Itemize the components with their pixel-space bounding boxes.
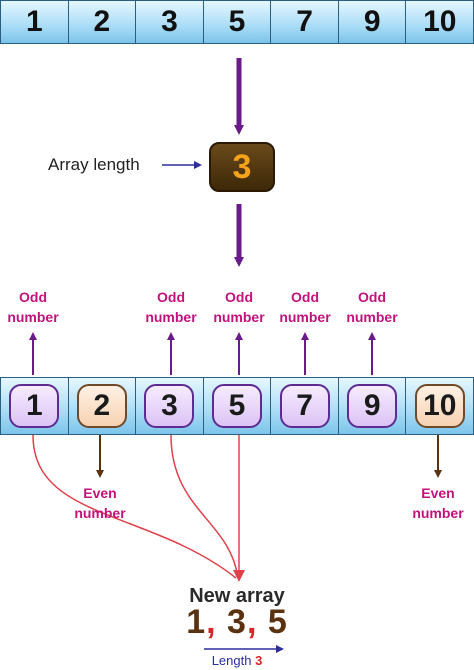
selection-curve [170,434,239,579]
source-array-cell: 3 [136,1,204,43]
odd-value: 9 [347,384,398,428]
filtered-array-cell: 3 [136,378,204,434]
new-array-value: 3 [227,603,247,641]
source-array-cell: 7 [271,1,339,43]
new-array-value: 1 [186,603,207,641]
selection-curve [32,434,237,579]
odd-value: 5 [212,384,263,428]
array-length-box: 3 [209,142,275,192]
filtered-array-cell: 10 [406,378,473,434]
source-array: 1 2 3 5 7 9 10 [0,0,474,44]
length-value: 3 [255,653,263,668]
new-array-value: 5 [267,603,288,641]
length-label: Length [211,653,252,668]
source-array-cell: 1 [1,1,69,43]
filtered-array-cell: 5 [204,378,272,434]
odd-value: 1 [9,384,60,428]
source-array-cell: 9 [339,1,407,43]
filtered-array-cell: 1 [1,378,69,434]
even-value: 2 [76,384,127,428]
filtered-array-cell: 9 [339,378,407,434]
new-array-length: Length 3 [0,653,474,668]
source-array-cell: 5 [204,1,272,43]
odd-value: 3 [144,384,195,428]
source-array-cell: 10 [423,5,457,38]
comma: , [246,603,258,641]
source-array-cell: 2 [69,1,137,43]
new-array-values: 1, 3, 5 [0,603,474,642]
filtered-array-cell: 7 [271,378,339,434]
filtered-array: 1 2 3 5 7 9 10 [0,377,474,435]
even-value: 10 [414,384,465,428]
comma: , [206,603,217,641]
odd-value: 7 [279,384,330,428]
new-array-title: New array [189,585,285,607]
filtered-array-cell: 2 [69,378,137,434]
array-length-label: Array length [48,155,140,174]
